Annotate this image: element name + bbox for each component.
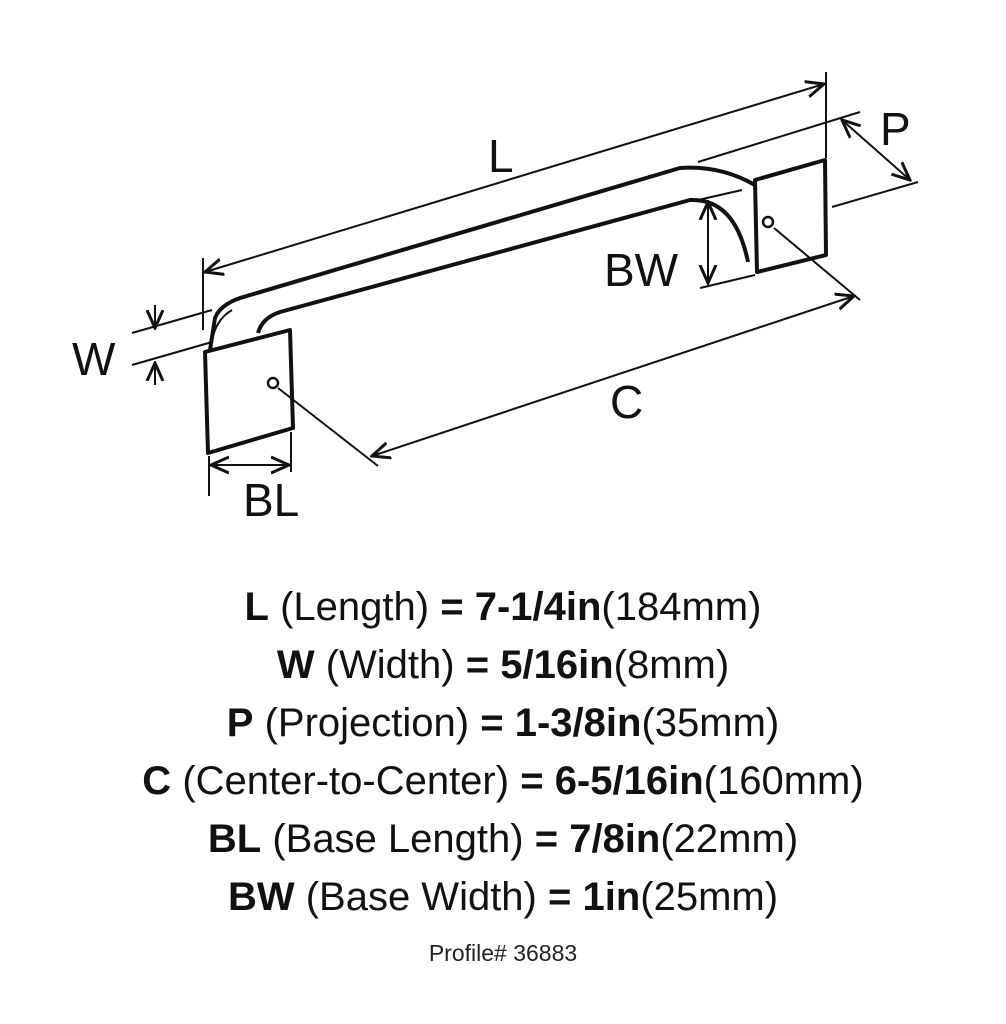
spec-mm: (8mm) <box>613 643 730 687</box>
profile-number: Profile# 36883 <box>428 940 578 966</box>
spec-key: BL <box>207 817 262 861</box>
spec-key: BW <box>227 875 295 919</box>
spec-mm: (25mm) <box>640 875 779 919</box>
spec-eq: = <box>520 759 544 803</box>
spec-base-length: BL (Base Length) = 7/8in(22mm) <box>0 810 1006 868</box>
spec-width: W (Width) = 5/16in(8mm) <box>0 636 1006 694</box>
label-C: C <box>610 376 643 428</box>
spec-projection: P (Projection) = 1-3/8in(35mm) <box>0 694 1006 752</box>
spec-inch: 5/16in <box>500 643 614 687</box>
spec-mm: (35mm) <box>641 701 780 745</box>
spec-center-to-center: C (Center-to-Center) = 6-5/16in(160mm) <box>0 752 1006 810</box>
label-W: W <box>72 333 116 385</box>
spec-length: L (Length) = 7-1/4in(184mm) <box>0 578 1006 636</box>
spec-inch: 6-5/16in <box>554 759 704 803</box>
spec-inch: 1in <box>582 875 641 919</box>
spec-mm: (22mm) <box>660 817 799 861</box>
label-L: L <box>488 130 514 182</box>
left-base <box>203 328 295 455</box>
spec-eq: = <box>480 701 504 745</box>
label-BW: BW <box>604 244 679 296</box>
spec-desc: (Base Width) <box>305 875 537 919</box>
spec-eq: = <box>534 817 559 861</box>
spec-key: L <box>244 585 269 629</box>
label-BL: BL <box>243 474 299 526</box>
dimension-lines <box>131 72 919 496</box>
spec-key: P <box>226 701 254 745</box>
spec-desc: (Center-to-Center) <box>182 759 510 803</box>
left-screw-hole <box>266 376 280 390</box>
spec-key: C <box>142 759 172 803</box>
spec-desc: (Length) <box>280 585 430 629</box>
spec-eq: = <box>465 643 490 687</box>
spec-mm: (160mm) <box>703 759 864 803</box>
spec-desc: (Base Length) <box>272 817 524 861</box>
spec-key: W <box>276 643 315 687</box>
spec-eq: = <box>440 585 464 629</box>
spec-desc: (Projection) <box>264 701 470 745</box>
right-base <box>753 158 828 274</box>
spec-mm: (184mm) <box>601 585 762 629</box>
spec-base-width: BW (Base Width) = 1in(25mm) <box>0 868 1006 926</box>
spec-inch: 1-3/8in <box>514 701 642 745</box>
specification-list: L (Length) = 7-1/4in(184mm) W (Width) = … <box>0 578 1006 926</box>
spec-inch: 7/8in <box>569 817 661 861</box>
handle-dimension-diagram: L P BW W C BL <box>72 72 919 526</box>
spec-desc: (Width) <box>325 643 455 687</box>
spec-eq: = <box>548 875 572 919</box>
spec-inch: 7-1/4in <box>474 585 602 629</box>
label-P: P <box>880 103 911 155</box>
